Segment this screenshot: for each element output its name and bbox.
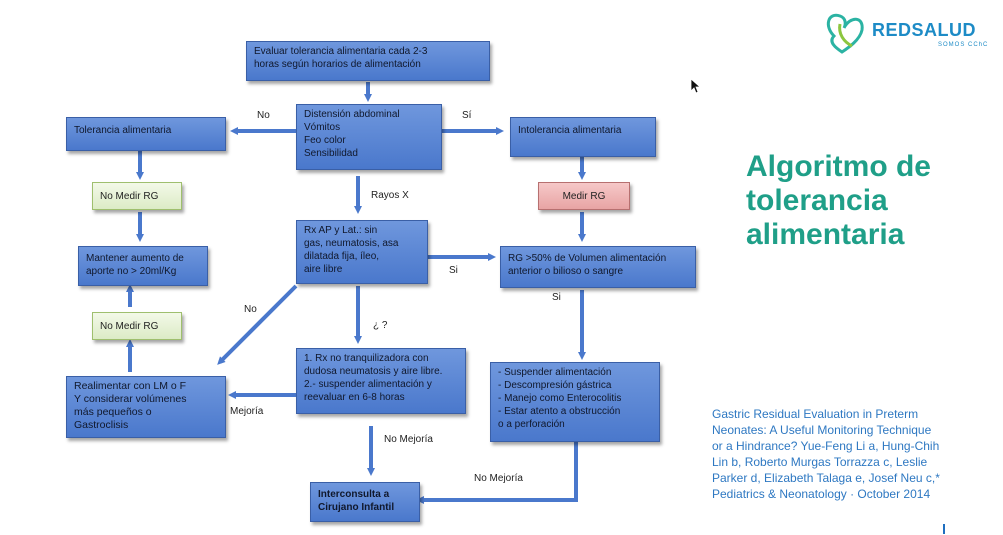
box-symptoms-line: Distensión abdominal xyxy=(304,109,400,120)
box-interconsulta-line: Cirujano Infantil xyxy=(318,502,395,513)
mouse-cursor-icon xyxy=(690,78,700,94)
box-suspender-line: - Manejo como Enterocolitis xyxy=(498,393,622,404)
box-no-medir-rg-2-line: No Medir RG xyxy=(100,321,159,332)
box-rx-line: dilatada fija, íleo, xyxy=(304,251,380,262)
box-suspender-line: - Estar atento a obstrucción xyxy=(498,406,621,417)
reference-line: Lin b, Roberto Murgas Torrazza c, Leslie xyxy=(712,455,928,469)
label-si-rg: Si xyxy=(552,292,561,303)
box-realimentar-line: Y considerar volúmenes xyxy=(74,393,187,405)
box-no-medir-rg-1: No Medir RG xyxy=(92,182,182,210)
reference-line: Gastric Residual Evaluation in Preterm xyxy=(712,407,919,421)
page-title: Algoritmo de tolerancia alimentaria xyxy=(746,150,986,252)
box-rx-no-tranquilizadora: 1. Rx no tranquilizadora con dudosa neum… xyxy=(296,348,466,414)
box-mantener-line: Mantener aumento de xyxy=(86,253,184,264)
box-intolerance-line: Intolerancia alimentaria xyxy=(518,125,622,136)
slide-marker xyxy=(943,524,945,534)
label-rayos-x: Rayos X xyxy=(371,190,409,201)
box-evaluate: Evaluar tolerancia alimentaria cada 2-3 … xyxy=(246,41,490,81)
box-realimentar: Realimentar con LM o F Y considerar volú… xyxy=(66,376,226,438)
page-title-line: alimentaria xyxy=(746,218,905,251)
label-si-rx: Si xyxy=(449,265,458,276)
arrow-suspender-to-interconsulta xyxy=(416,440,578,504)
page-title-line: Algoritmo de xyxy=(746,150,931,183)
box-no-medir-rg-2: No Medir RG xyxy=(92,312,182,340)
box-medir-rg-line: Medir RG xyxy=(562,191,606,202)
label-mejoria: Mejoría xyxy=(230,406,264,417)
box-symptoms-line: Sensibilidad xyxy=(304,148,358,159)
box-interconsulta: Interconsulta a Cirujano Infantil xyxy=(310,482,420,522)
label-si-top: Sí xyxy=(462,110,472,121)
label-no-mejoria-1: No Mejoría xyxy=(384,434,433,445)
box-rx-no-line: 2.- suspender alimentación y xyxy=(304,379,432,390)
box-tolerance-line: Tolerancia alimentaria xyxy=(74,125,172,136)
label-question: ¿ ? xyxy=(373,320,388,331)
box-no-medir-rg-1-line: No Medir RG xyxy=(100,191,159,202)
logo-subtitle: SOMOS CChC xyxy=(938,42,989,48)
reference-citation: Gastric Residual Evaluation in Preterm N… xyxy=(712,406,992,502)
box-rx-line: aire libre xyxy=(304,264,343,275)
box-interconsulta-line: Interconsulta a xyxy=(318,489,390,500)
box-rg-50: RG >50% de Volumen alimentación anterior… xyxy=(500,246,696,288)
arrow-rx-to-realimentar xyxy=(217,284,298,365)
box-symptoms: Distensión abdominal Vómitos Feo color S… xyxy=(296,104,442,170)
logo-text: REDSALUD xyxy=(872,20,977,40)
box-rx: Rx AP y Lat.: sin gas, neumatosis, asa d… xyxy=(296,220,428,284)
box-rx-line: gas, neumatosis, asa xyxy=(304,238,399,249)
label-no-top: No xyxy=(257,110,270,121)
box-tolerance: Tolerancia alimentaria xyxy=(66,117,226,151)
box-mantener-line: aporte no > 20ml/Kg xyxy=(86,266,177,277)
redsalud-logo-icon xyxy=(826,13,864,54)
page-title-line: tolerancia xyxy=(746,184,888,217)
box-medir-rg: Medir RG xyxy=(538,182,630,210)
box-evaluate-line: horas según horarios de alimentación xyxy=(254,59,421,70)
box-symptoms-line: Vómitos xyxy=(304,122,341,133)
box-rx-no-line: 1. Rx no tranquilizadora con xyxy=(304,353,429,364)
box-evaluate-line: Evaluar tolerancia alimentaria cada 2-3 xyxy=(254,46,428,57)
box-rx-no-line: dudosa neumatosis y aire libre. xyxy=(304,366,443,377)
box-intolerance: Intolerancia alimentaria xyxy=(510,117,656,157)
box-rx-no-line: reevaluar en 6-8 horas xyxy=(304,392,405,403)
reference-line: Parker d, Elizabeth Talaga e, Josef Neu … xyxy=(712,471,940,485)
box-rx-line: Rx AP y Lat.: sin xyxy=(304,225,378,236)
label-no-mejoria-2: No Mejoría xyxy=(474,473,523,484)
box-symptoms-line: Feo color xyxy=(304,135,346,146)
box-suspender: - Suspender alimentación - Descompresión… xyxy=(490,362,660,442)
box-mantener: Mantener aumento de aporte no > 20ml/Kg xyxy=(78,246,208,286)
reference-line: Pediatrics & Neonatology · October 2014 xyxy=(712,487,931,501)
box-realimentar-line: más pequeños o xyxy=(74,406,152,418)
box-rg-50-line: anterior o bilioso o sangre xyxy=(508,266,624,277)
reference-line: Neonates: A Useful Monitoring Technique xyxy=(712,423,932,437)
box-suspender-line: o a perforación xyxy=(498,419,565,430)
box-suspender-line: - Descompresión gástrica xyxy=(498,380,612,391)
label-no-left: No xyxy=(244,304,257,315)
box-suspender-line: - Suspender alimentación xyxy=(498,367,612,378)
box-realimentar-line: Realimentar con LM o F xyxy=(74,380,187,392)
box-rg-50-line: RG >50% de Volumen alimentación xyxy=(508,253,667,264)
box-realimentar-line: Gastroclisis xyxy=(74,419,129,431)
reference-line: or a Hindrance? Yue-Feng Li a, Hung-Chih xyxy=(712,439,940,453)
